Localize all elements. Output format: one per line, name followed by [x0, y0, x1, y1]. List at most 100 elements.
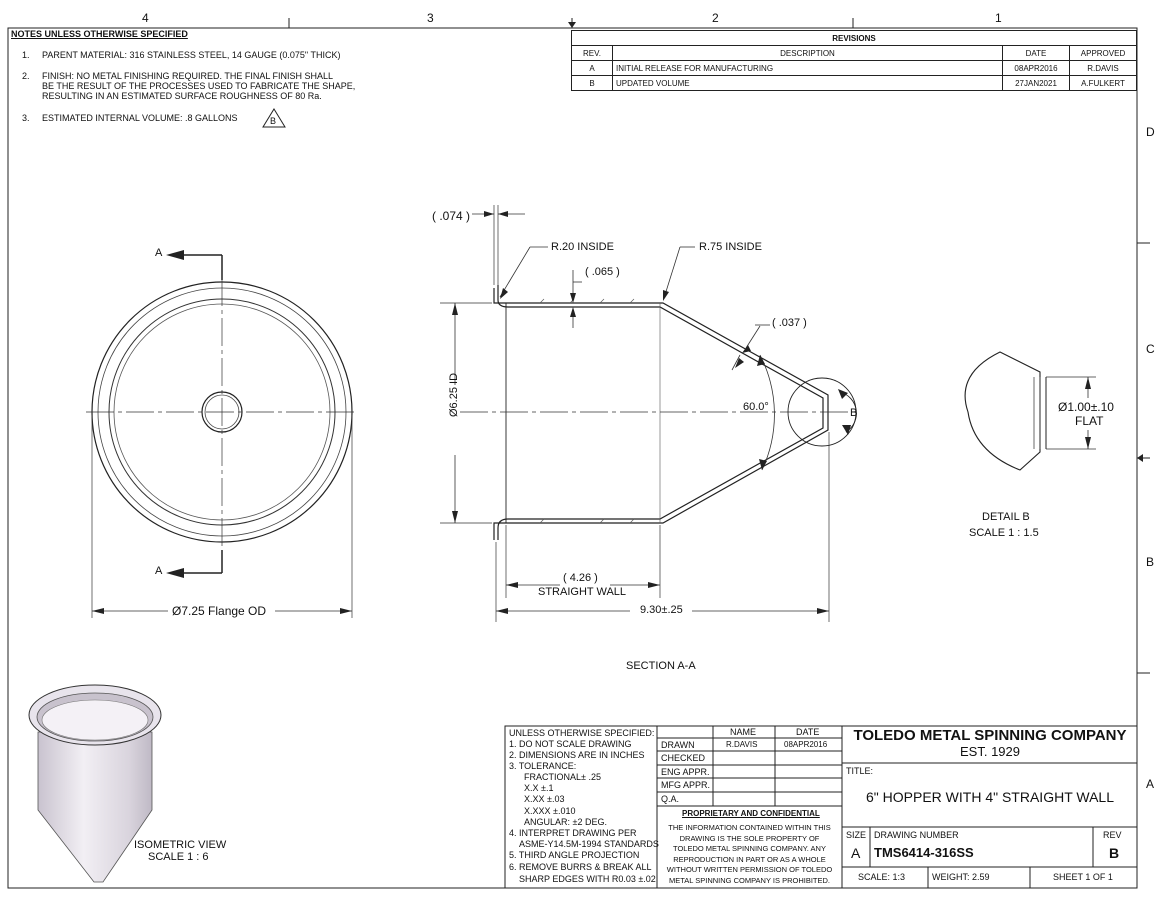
size-label: SIZE — [846, 830, 867, 840]
thickness-074-dim: ( .074 ) — [432, 209, 471, 223]
rev-header-rev: REV. — [571, 45, 613, 61]
rev-label: REV — [1103, 830, 1122, 840]
note-2-line-1: FINISH: NO METAL FINISHING REQUIRED. THE… — [42, 71, 334, 81]
note-2-num: 2. — [22, 71, 30, 81]
proprietary-line: THE INFORMATION CONTAINED WITHIN THIS — [668, 823, 831, 832]
spec-line: UNLESS OTHERWISE SPECIFIED: — [509, 728, 655, 738]
note-3-num: 3. — [22, 113, 30, 123]
zone-top-4: 4 — [142, 11, 149, 25]
approval-role: MFG APPR. — [661, 780, 711, 790]
proprietary-line: DRAWING IS THE SOLE PROPERTY OF — [679, 833, 820, 843]
spec-line: SHARP EDGES WITH R0.03 ±.02 — [519, 874, 656, 884]
isometric-title: ISOMETRIC VIEW — [134, 839, 227, 851]
scale-field: SCALE: 1:3 — [858, 872, 906, 882]
rev-cell: 27JAN2021 — [1002, 75, 1070, 91]
detail-b-marker: B — [850, 407, 858, 419]
isometric-view — [28, 684, 162, 883]
cone-angle-dim: 60.0° — [743, 401, 769, 413]
spec-line: X.XXX ±.010 — [524, 806, 576, 816]
sheet-size: A — [851, 845, 861, 861]
rev-cell: UPDATED VOLUME — [612, 75, 1003, 91]
spec-line: FRACTIONAL± .25 — [524, 772, 601, 782]
spec-line: 6. REMOVE BURRS & BREAK ALL — [509, 862, 652, 872]
note-1-text: PARENT MATERIAL: 316 STAINLESS STEEL, 14… — [42, 50, 341, 60]
sheet-field: SHEET 1 OF 1 — [1053, 872, 1113, 882]
spec-line: 5. THIRD ANGLE PROJECTION — [509, 850, 640, 860]
proprietary-line: REPRODUCTION IN PART OR AS A WHOLE — [673, 854, 826, 864]
section-title: SECTION A-A — [626, 660, 696, 672]
rev-cell: 08APR2016 — [1002, 60, 1070, 76]
zone-top-3: 3 — [427, 11, 434, 25]
spec-line: ANGULAR: ±2 DEG. — [524, 817, 607, 827]
title-block-grid — [504, 725, 1138, 889]
straight-wall-value: ( 4.26 ) — [563, 572, 598, 584]
rev-header-description: DESCRIPTION — [612, 45, 1003, 61]
rev-cell: A — [571, 60, 613, 76]
title-label: TITLE: — [846, 766, 874, 776]
approval-date: 08APR2016 — [784, 740, 828, 749]
rev-cell: INITIAL RELEASE FOR MANUFACTURING — [612, 60, 1003, 76]
detail-scale: SCALE 1 : 1.5 — [969, 527, 1039, 539]
revisions-title: REVISIONS — [571, 30, 1137, 46]
radius-75-callout: R.75 INSIDE — [699, 241, 762, 253]
zone-right-b: B — [1146, 555, 1155, 569]
zone-top-1: 1 — [995, 11, 1002, 25]
section-letter-bottom: A — [155, 565, 163, 577]
proprietary-line: METAL SPINNING COMPANY IS PROHIBITED. — [669, 875, 830, 885]
company-established: EST. 1929 — [960, 744, 1020, 759]
approval-role: DRAWN — [661, 740, 695, 750]
proprietary-line: TOLEDO METAL SPINNING COMPANY. ANY — [673, 844, 826, 853]
zone-right-a: A — [1146, 777, 1155, 791]
spec-line: 3. TOLERANCE: — [509, 761, 577, 771]
notes-heading: NOTES UNLESS OTHERWISE SPECIFIED — [11, 29, 188, 39]
drawing-number-label: DRAWING NUMBER — [874, 830, 959, 840]
revision-row: A INITIAL RELEASE FOR MANUFACTURING 08AP… — [571, 60, 1137, 76]
revision-flag-icon — [262, 108, 286, 128]
flat-label: FLAT — [1075, 414, 1104, 428]
flat-diameter-dim: Ø1.00±.10 — [1058, 400, 1114, 414]
spec-line: 2. DIMENSIONS ARE IN INCHES — [509, 750, 645, 760]
revision-letter: B — [1109, 845, 1120, 861]
spec-line: 4. INTERPRET DRAWING PER — [509, 828, 637, 838]
proprietary-line: WITHOUT WRITTEN PERMISSION OF TOLEDO — [666, 865, 833, 874]
approval-role: Q.A. — [661, 794, 680, 804]
zone-top-2: 2 — [712, 11, 719, 25]
spec-line: X.XX ±.03 — [524, 794, 565, 804]
approvals-header-name: NAME — [730, 727, 757, 737]
isometric-scale: SCALE 1 : 6 — [148, 851, 209, 863]
note-2-line-3: RESULTING IN AN ESTIMATED SURFACE ROUGHN… — [42, 91, 322, 101]
approval-name: R.DAVIS — [726, 740, 758, 749]
inner-diameter-dim: Ø6.25 ID — [448, 372, 460, 417]
note-1-num: 1. — [22, 50, 30, 60]
proprietary-heading: PROPRIETARY AND CONFIDENTIAL — [682, 809, 820, 818]
revisions-table: REVISIONS REV. DESCRIPTION DATE APPROVED… — [571, 30, 1137, 91]
rev-header-date: DATE — [1002, 45, 1070, 61]
radius-20-callout: R.20 INSIDE — [551, 241, 614, 253]
straight-wall-label: STRAIGHT WALL — [538, 586, 627, 598]
top-view — [86, 250, 358, 618]
thickness-037-dim: ( .037 ) — [772, 317, 807, 329]
approval-role: ENG APPR. — [661, 767, 710, 777]
spec-line: X.X ±.1 — [524, 783, 554, 793]
spec-line: 1. DO NOT SCALE DRAWING — [509, 739, 632, 749]
overall-length-dim: 9.30±.25 — [640, 604, 683, 616]
drawing-number: TMS6414-316SS — [874, 845, 974, 860]
rev-cell: A.FULKERT — [1069, 75, 1137, 91]
detail-view — [964, 351, 1096, 471]
revision-flag-letter: B — [270, 116, 277, 126]
note-2-line-2: BE THE RESULT OF THE PROCESSES USED TO F… — [42, 81, 356, 91]
approvals-header-date: DATE — [796, 727, 820, 737]
section-view — [440, 205, 860, 622]
thickness-065-dim: ( .065 ) — [585, 266, 620, 278]
rev-cell: B — [571, 75, 613, 91]
spec-line: ASME-Y14.5M-1994 STANDARDS — [519, 839, 659, 849]
revision-row: B UPDATED VOLUME 27JAN2021 A.FULKERT — [571, 75, 1137, 91]
weight-field: WEIGHT: 2.59 — [932, 872, 990, 882]
rev-header-approved: APPROVED — [1069, 45, 1137, 61]
company-name: TOLEDO METAL SPINNING COMPANY — [853, 727, 1127, 744]
rev-cell: R.DAVIS — [1069, 60, 1137, 76]
section-letter-top: A — [155, 247, 163, 259]
drawing-title: 6" HOPPER WITH 4" STRAIGHT WALL — [866, 789, 1114, 805]
